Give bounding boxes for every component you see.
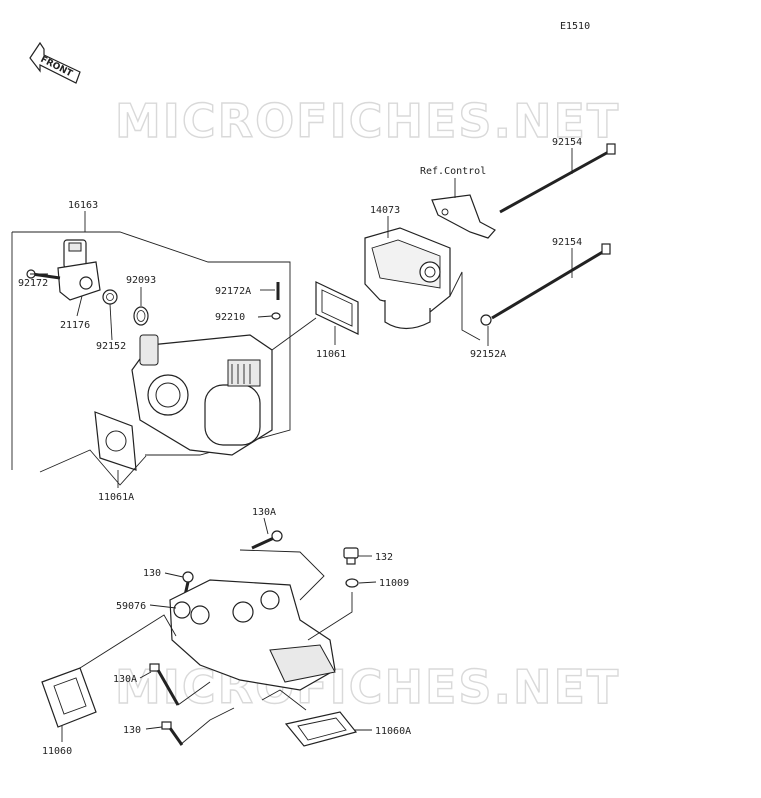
callout-11061: 11061 [316, 349, 346, 360]
throttle-body [131, 334, 273, 456]
callout-21176: 21176 [60, 320, 90, 331]
diagram-code: E1510 [560, 21, 590, 32]
front-arrow-icon: FRONT [29, 41, 81, 84]
intake-manifold [169, 579, 336, 691]
callout-11009: 11009 [379, 578, 409, 589]
callout-130-bottom: 130 [123, 725, 141, 736]
callout-92152: 92152 [96, 341, 126, 352]
upper-assembly-frame [11, 211, 291, 470]
watermark-top: MICROFICHES.NET [115, 94, 620, 148]
callout-14073: 14073 [370, 205, 400, 216]
callout-16163: 16163 [68, 200, 98, 211]
callout-130a-bottom: 130A [113, 674, 137, 685]
callout-11061a: 11061A [98, 492, 134, 503]
callout-132: 132 [375, 552, 393, 563]
callout-92172a: 92172A [215, 286, 251, 297]
throttle-position-sensor [57, 239, 101, 301]
bolt-130a-bottom [149, 663, 180, 706]
control-bracket [431, 194, 496, 239]
gasket-11061 [315, 281, 359, 335]
callout-92152a: 92152A [470, 349, 506, 360]
plug-132 [343, 547, 359, 565]
callout-130-top: 130 [143, 568, 161, 579]
callout-11060: 11060 [42, 746, 72, 757]
bolt-130a-top [251, 530, 283, 550]
nut-92210 [271, 312, 281, 320]
callout-92154-bottom: 92154 [552, 237, 582, 248]
washer-11009 [345, 578, 359, 588]
watermark-bottom: MICROFICHES.NET [115, 660, 620, 714]
housing-14073 [364, 227, 451, 330]
callout-ref-control: Ref.Control [420, 166, 486, 177]
callout-59076: 59076 [116, 601, 146, 612]
gasket-11060 [41, 667, 97, 728]
gasket-11060a [284, 711, 358, 747]
callout-92093: 92093 [126, 275, 156, 286]
long-bolt-92154-top [499, 143, 616, 214]
callout-92154-top: 92154 [552, 137, 582, 148]
callout-labels: 16163 92172 21176 92152 92093 92172A 922… [18, 137, 582, 757]
callout-92210: 92210 [215, 312, 245, 323]
callout-92172: 92172 [18, 278, 48, 289]
callout-130a-top: 130A [252, 507, 276, 518]
gasket-11061a [94, 411, 137, 471]
washer-92152a [480, 314, 492, 326]
leader-lines [30, 148, 573, 742]
bolt-130-bottom [161, 721, 184, 746]
callout-11060a: 11060A [375, 726, 411, 737]
long-bolt-92154-bottom [491, 243, 611, 320]
